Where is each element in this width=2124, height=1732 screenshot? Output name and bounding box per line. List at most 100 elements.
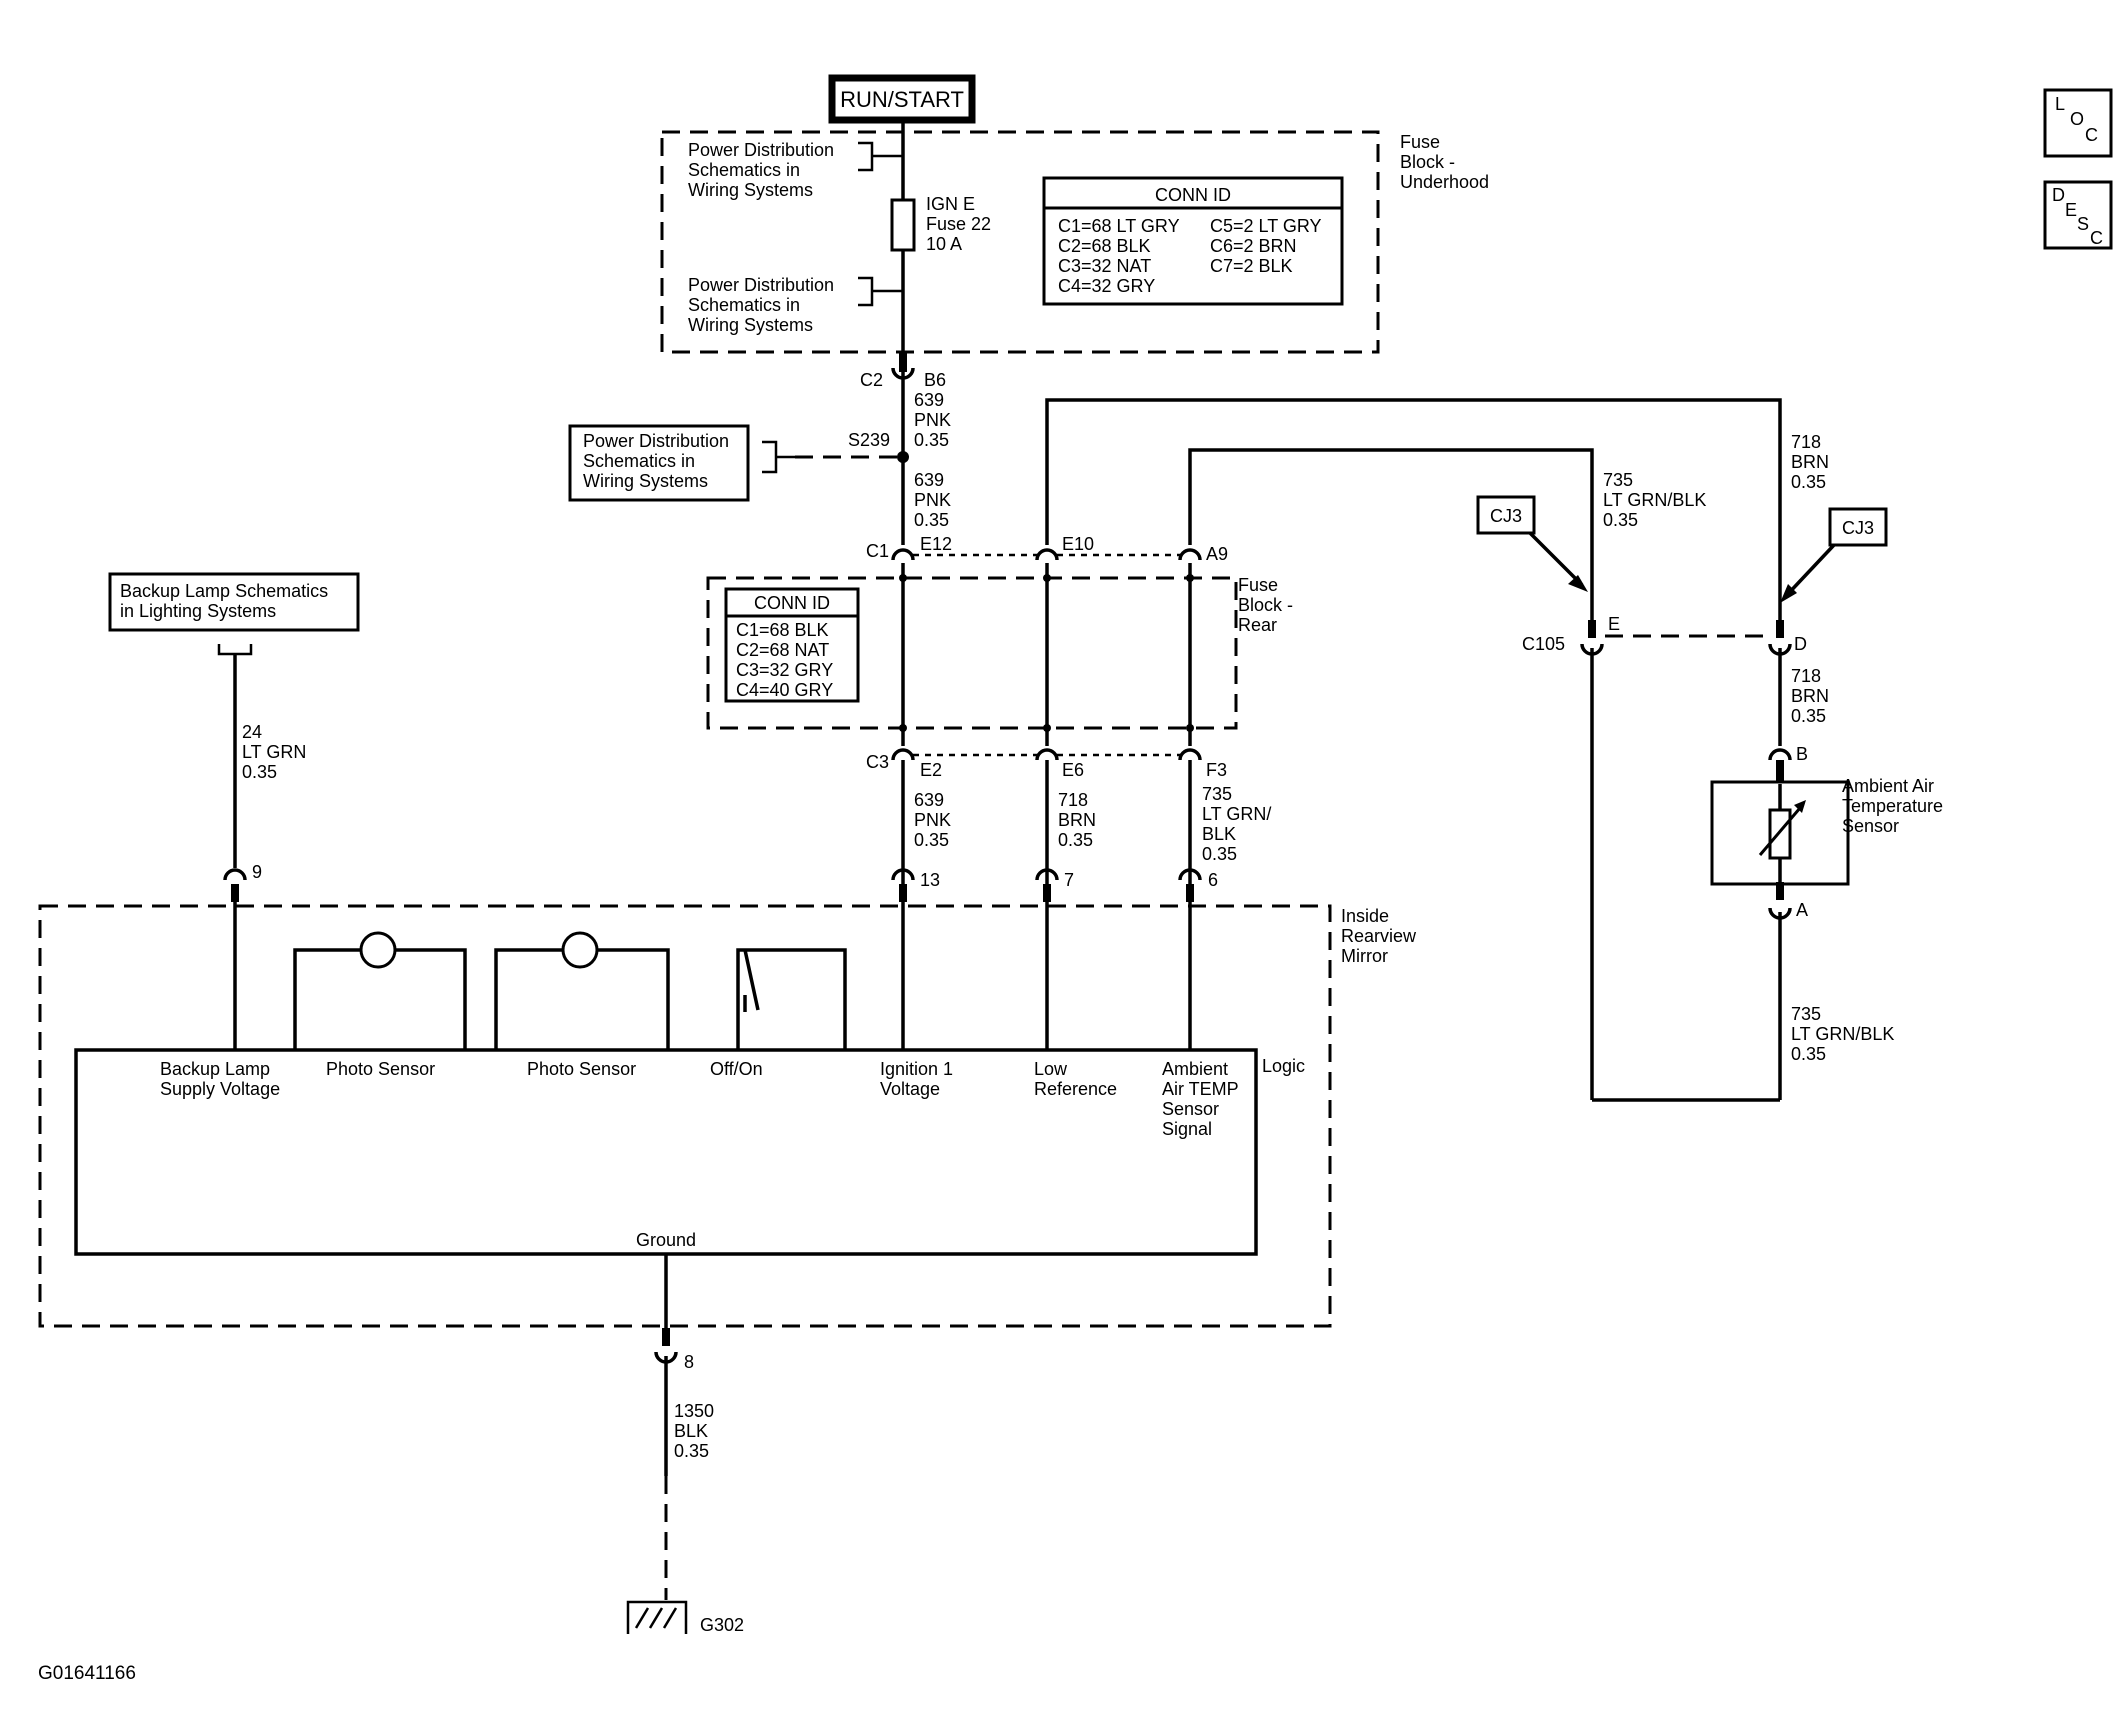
pin-a9-label: A9 [1206, 544, 1228, 564]
photo-sensor-2 [494, 931, 670, 1050]
splice-s239-label: S239 [848, 430, 890, 450]
run-start-power-source: RUN/START [828, 74, 976, 124]
wire-639 [891, 120, 915, 545]
mirror-pin-9-label: 9 [252, 862, 262, 882]
logic-module [74, 1048, 1258, 1256]
off-on-switch [736, 948, 847, 1050]
pin-c1-label: C1 [866, 541, 889, 561]
figure-id: G01641166 [38, 1663, 136, 1684]
logic-low-reference-label: Low Reference [1034, 1059, 1117, 1099]
power-distribution-reference-top: Power Distribution Schematics in Wiring … [688, 140, 839, 200]
backup-lamp-reference[interactable]: Backup Lamp Schematics in Lighting Syste… [108, 572, 360, 632]
svg-text:L: L [2055, 94, 2065, 114]
rear-bottom-connector [891, 748, 1202, 884]
svg-text:CJ3: CJ3 [1490, 506, 1522, 526]
rear-top-connector [891, 548, 1202, 561]
wire-718-top [1045, 398, 1782, 620]
fuse-block-underhood: Fuse Block - Underhood Power Distributio… [660, 130, 1489, 354]
thermistor-icon [1768, 808, 1792, 860]
desc-button[interactable]: D E S C [2043, 180, 2113, 250]
cj3-left-arrow-icon [1568, 575, 1588, 592]
wire-24-label: 24 LT GRN 0.35 [242, 722, 311, 782]
logic-label: Logic [1262, 1056, 1305, 1076]
fuse-22-label: IGN E Fuse 22 10 A [926, 194, 996, 254]
svg-text:Power Distribution Schem: Power Distribution Schematics in Wiring … [583, 431, 734, 491]
fuse-22-icon [890, 198, 916, 252]
wire-735-top [1188, 448, 1594, 620]
wire-718-lower-label: 718 BRN 0.35 [1058, 790, 1101, 850]
svg-text:C5=2 LT GRY C6=2 BRN: C5=2 LT GRY C6=2 BRN C7=2 BLK [1210, 216, 1326, 276]
photo-sensor-icon [359, 931, 397, 969]
pin-e6-label: E6 [1062, 760, 1084, 780]
wire-639-upper-label: 639 PNK 0.35 [914, 390, 956, 450]
wire-735-lower-label: 735 LT GRN/ BLK 0.35 [1202, 784, 1276, 864]
svg-text:Fuse Block - Rear: Fuse Block - Rear [1238, 575, 1298, 635]
svg-text:C: C [2085, 125, 2098, 145]
photo-sensor-1 [293, 931, 467, 1050]
loc-button[interactable]: L O C [2043, 88, 2113, 158]
wire-639-middle-label: 639 PNK 0.35 [914, 470, 956, 530]
sensor-pin-b-label: B [1796, 744, 1808, 764]
logic-ambient-label: Ambient Air TEMP Sensor Signal [1162, 1059, 1243, 1139]
cj3-right-callout[interactable]: CJ3 [1828, 507, 1888, 547]
splice-s239-dot [897, 451, 909, 463]
svg-text:CONN ID: CONN ID [754, 593, 830, 613]
wire-1350-label: 1350 BLK 0.35 [674, 1401, 719, 1461]
connector-c105 [1580, 620, 1792, 1100]
svg-text:C1=68 LT GRY C2=68 BLK: C1=68 LT GRY C2=68 BLK C3=32 NAT C4=32 G… [1058, 216, 1184, 296]
cj3-left-callout[interactable]: CJ3 [1476, 495, 1536, 535]
power-distribution-reference-bottom: Power Distribution Schematics in Wiring … [688, 275, 839, 335]
conn-b6-label: B6 [924, 370, 946, 390]
photo-sensor-icon [561, 931, 599, 969]
conn-id-table-rear: CONN ID C1=68 BLK C2=68 NAT C3=32 GRY C4… [724, 587, 860, 703]
logic-photo-sensor-1-label: Photo Sensor [326, 1059, 435, 1079]
mirror-pin-13-label: 13 [920, 870, 940, 890]
svg-text:CJ3: CJ3 [1842, 518, 1874, 538]
ground-g302-icon [626, 1600, 688, 1634]
svg-text:D: D [2052, 185, 2065, 205]
c105-pin-d-label: D [1794, 634, 1807, 654]
fuse-block-rear: Fuse Block - Rear CONN ID C1=68 BLK C2=6… [706, 575, 1298, 730]
wire-718-sensor-label: 718 BRN 0.35 [1791, 666, 1834, 726]
fuse-block-underhood-label: Fuse Block - Underhood [1400, 132, 1489, 192]
rear-internal-wires [899, 563, 1194, 746]
logic-photo-sensor-2-label: Photo Sensor [527, 1059, 636, 1079]
run-start-label: RUN/START [840, 87, 964, 112]
pin-e10-label: E10 [1062, 534, 1094, 554]
svg-text:E: E [2065, 200, 2077, 220]
svg-text:CONN ID: CONN ID [1155, 185, 1231, 205]
ground-wire-1350 [654, 1254, 678, 1600]
ambient-air-temperature-sensor [1710, 748, 1850, 1100]
ground-g302-label: G302 [700, 1615, 744, 1635]
svg-text:C: C [2090, 228, 2103, 248]
pin-e2-label: E2 [920, 760, 942, 780]
cj3-right-arrow-icon [1780, 584, 1797, 603]
wire-735-top-label: 735 LT GRN/BLK 0.35 [1603, 470, 1711, 530]
conn-c2-label: C2 [860, 370, 883, 390]
logic-off-on-label: Off/On [710, 1059, 763, 1079]
c105-label: C105 [1522, 634, 1565, 654]
svg-text:C1=68 BLK C2=68 NAT: C1=68 BLK C2=68 NAT C3=32 GRY C4=40 GRY [736, 620, 838, 700]
svg-text:O: O [2070, 109, 2084, 129]
logic-backup-label: Backup Lamp Supply Voltage [160, 1059, 280, 1099]
mirror-pin-8-label: 8 [684, 1352, 694, 1372]
logic-ignition-label: Ignition 1 Voltage [880, 1059, 958, 1099]
wire-718-top-label: 718 BRN 0.35 [1791, 432, 1834, 492]
pin-f3-label: F3 [1206, 760, 1227, 780]
svg-text:Inside Rearview Mi: Inside Rearview Mirror [1341, 906, 1421, 966]
inside-rearview-mirror: Inside Rearview Mirror Logic Backup Lamp… [38, 904, 1421, 1328]
wire-639-lower-label: 639 PNK 0.35 [914, 790, 956, 850]
mirror-connector [223, 868, 1202, 1050]
sensor-pin-a-label: A [1796, 900, 1808, 920]
mirror-pin-7-label: 7 [1064, 870, 1074, 890]
c105-pin-e-label: E [1608, 614, 1620, 634]
svg-text:S: S [2077, 214, 2089, 234]
logic-ground-label: Ground [636, 1230, 696, 1250]
pin-c3-label: C3 [866, 752, 889, 772]
conn-id-table-underhood: CONN ID C1=68 LT GRY C2=68 BLK C3=32 NAT… [1042, 176, 1344, 306]
wire-735-sensor-label: 735 LT GRN/BLK 0.35 [1791, 1004, 1899, 1064]
svg-text:Backup Lamp Schematics i: Backup Lamp Schematics in Lighting Syste… [120, 581, 333, 621]
power-distribution-reference-side[interactable]: Power Distribution Schematics in Wiring … [568, 424, 750, 502]
pin-e12-label: E12 [920, 534, 952, 554]
mirror-pin-6-label: 6 [1208, 870, 1218, 890]
